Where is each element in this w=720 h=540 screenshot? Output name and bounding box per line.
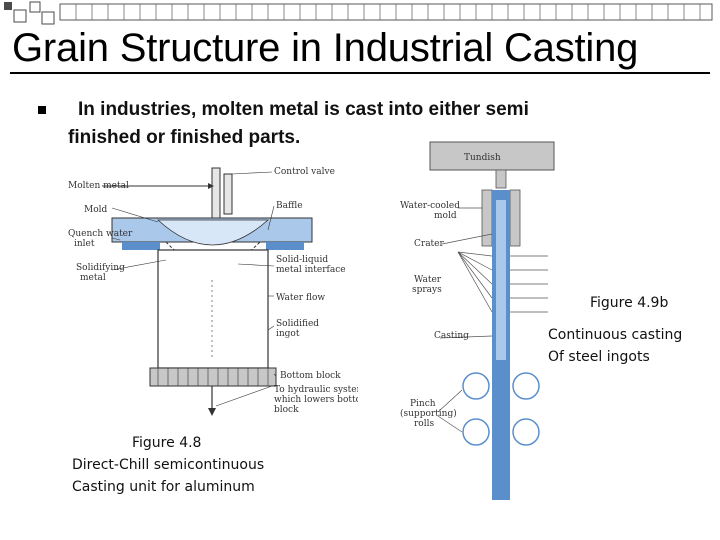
label-water-sprays-2: sprays bbox=[412, 285, 442, 295]
label-water-cooled-2: mold bbox=[434, 211, 457, 221]
caption-left-line-3: Casting unit for aluminum bbox=[72, 479, 255, 495]
label-pinch-2: (supporting) bbox=[400, 408, 457, 419]
label-solid-liquid-2: metal interface bbox=[276, 265, 346, 275]
label-hydraulic-2: which lowers bottom bbox=[274, 395, 358, 405]
bullet-text: In industries, molten metal is cast into… bbox=[68, 96, 668, 152]
title-underline bbox=[10, 72, 710, 74]
label-water-cooled-1: Water-cooled bbox=[400, 201, 460, 211]
bullet-marker bbox=[38, 106, 46, 114]
label-crater: Crater bbox=[414, 239, 444, 249]
label-solidified-1: Solidified bbox=[276, 319, 319, 329]
label-casting: Casting bbox=[434, 331, 469, 341]
label-quench-water-2: inlet bbox=[74, 239, 95, 249]
label-pinch-1: Pinch bbox=[410, 399, 436, 409]
label-solid-liquid-1: Solid-liquid bbox=[276, 255, 328, 265]
decorative-corner-squares bbox=[4, 1, 713, 25]
caption-figure-4-8: Figure 4.8 Direct-Chill semicontinuous C… bbox=[72, 432, 264, 498]
continuous-casting-diagram: Tundish Water-cooled mold Crater Water s… bbox=[388, 140, 560, 512]
label-mold: Mold bbox=[84, 205, 108, 215]
label-water-sprays-1: Water bbox=[414, 275, 442, 285]
caption-left-line-1: Figure 4.8 bbox=[132, 435, 202, 451]
label-hydraulic-3: block bbox=[274, 405, 299, 415]
label-tundish: Tundish bbox=[464, 153, 501, 163]
label-solidified-2: ingot bbox=[276, 329, 300, 339]
label-bottom-block: Bottom block bbox=[280, 371, 341, 381]
slide-title: Grain Structure in Industrial Casting bbox=[12, 26, 639, 70]
caption-figure-4-9b: Continuous casting Of steel ingots bbox=[548, 324, 682, 368]
label-control-valve: Control valve bbox=[274, 167, 335, 177]
label-hydraulic-1: To hydraulic system bbox=[274, 385, 358, 395]
label-baffle: Baffle bbox=[276, 201, 303, 211]
caption-left-line-2: Direct-Chill semicontinuous bbox=[72, 457, 265, 473]
caption-right-line-1: Continuous casting bbox=[548, 327, 683, 343]
caption-figure-4-9b-number: Figure 4.9b bbox=[590, 295, 669, 311]
label-water-flow: Water flow bbox=[276, 293, 325, 303]
label-solidifying-2: metal bbox=[80, 273, 106, 283]
caption-right-line-2: Of steel ingots bbox=[548, 349, 650, 365]
label-molten-metal: Molten metal bbox=[68, 181, 129, 191]
label-quench-water-1: Quench water bbox=[68, 229, 133, 239]
direct-chill-casting-diagram: Molten metal Control valve Baffle Mold Q… bbox=[62, 160, 358, 432]
label-solidifying-1: Solidifying bbox=[76, 263, 125, 273]
bullet-line-1: In industries, molten metal is cast into… bbox=[78, 99, 529, 120]
bullet-line-2: finished or finished parts. bbox=[68, 127, 301, 148]
label-pinch-3: rolls bbox=[414, 419, 434, 429]
